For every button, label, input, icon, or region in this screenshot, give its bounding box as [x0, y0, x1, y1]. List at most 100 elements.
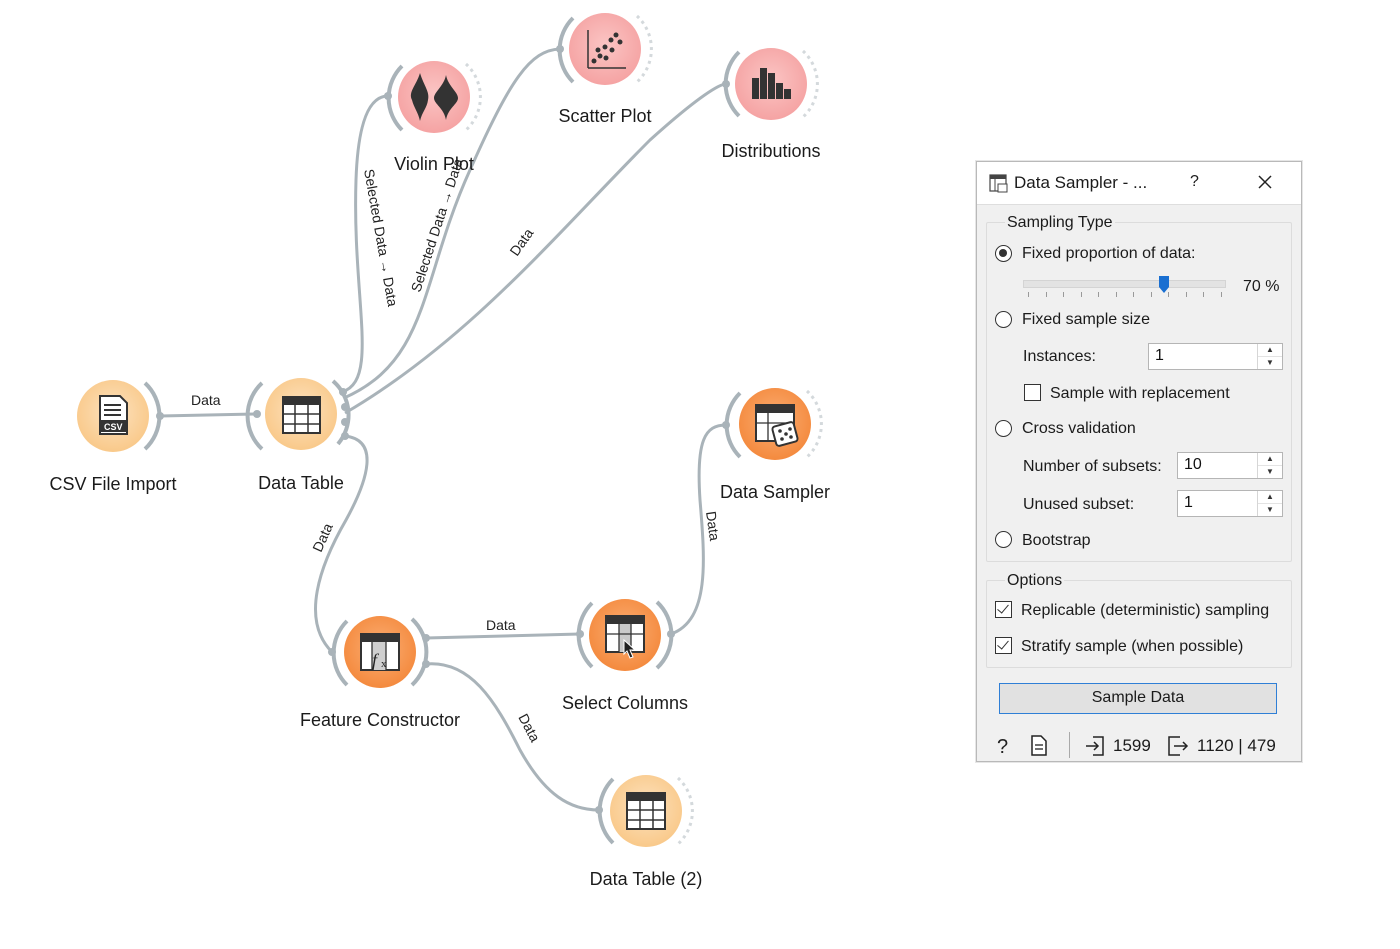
proportion-slider-track[interactable]	[1023, 280, 1226, 288]
instances-input[interactable]	[1153, 346, 1247, 366]
spin-down-icon[interactable]: ▼	[1266, 505, 1274, 514]
node-label-feature-constructor: Feature Constructor	[300, 710, 460, 730]
replicable-label: Replicable (deterministic) sampling	[1021, 602, 1270, 619]
link-feature-to-select[interactable]	[425, 632, 581, 640]
sample-data-button[interactable]: Sample Data	[999, 683, 1277, 714]
node-distributions[interactable]: Distributions	[721, 48, 821, 161]
slider-tick	[1168, 292, 1169, 297]
dialog-title: Data Sampler - ...	[1014, 173, 1148, 192]
subsets-label: Number of subsets:	[1023, 458, 1162, 475]
unused-subset-label: Unused subset:	[1023, 496, 1135, 513]
instances-label: Instances:	[1023, 348, 1096, 365]
link-feature-to-table2[interactable]	[425, 662, 600, 812]
fixed-proportion-label: Fixed proportion of data:	[1022, 245, 1196, 262]
subsets-stepper[interactable]: ▲ ▼	[1257, 453, 1282, 478]
spin-down-icon[interactable]: ▼	[1266, 358, 1274, 367]
proportion-value: 70 %	[1243, 278, 1280, 295]
node-label-data-sampler: Data Sampler	[720, 482, 830, 502]
subsets-input[interactable]	[1182, 455, 1276, 475]
slider-tick	[1080, 292, 1082, 297]
node-data-table[interactable]: Data Table	[245, 378, 351, 493]
data-sampler-window-icon	[989, 174, 1008, 193]
link-table-to-feature[interactable]	[314, 434, 369, 654]
link-label-feature-to-select: Data	[486, 617, 516, 633]
workflow-links	[159, 47, 727, 812]
node-data-sampler[interactable]: Data Sampler	[720, 388, 830, 502]
proportion-slider-handle[interactable]	[1158, 276, 1169, 293]
status-separator	[1069, 732, 1070, 758]
bootstrap-radio[interactable]	[995, 531, 1012, 548]
link-label-table-to-distributions: Data	[506, 225, 536, 259]
report-icon[interactable]	[1030, 735, 1048, 757]
instances-stepper[interactable]: ▲ ▼	[1257, 344, 1282, 369]
bootstrap-label: Bootstrap	[1022, 532, 1091, 549]
node-select-columns[interactable]: Select Columns	[562, 599, 688, 713]
node-label-scatter-plot: Scatter Plot	[558, 106, 651, 126]
link-select-to-sampler[interactable]	[670, 423, 727, 636]
cross-validation-label: Cross validation	[1022, 420, 1136, 437]
slider-tick	[1045, 292, 1047, 297]
slider-tick	[1028, 292, 1029, 297]
options-group	[986, 580, 1292, 668]
slider-tick	[1185, 292, 1187, 297]
fixed-size-label: Fixed sample size	[1022, 311, 1151, 328]
node-label-data-table-2: Data Table (2)	[590, 869, 703, 889]
link-csv-to-table[interactable]	[159, 412, 258, 418]
node-label-data-table: Data Table	[258, 473, 344, 493]
node-label-violin-plot: Violin Plot	[394, 154, 474, 174]
node-data-table-2[interactable]: Data Table (2)	[590, 775, 703, 889]
fixed-size-radio[interactable]	[995, 311, 1012, 328]
node-label-distributions: Distributions	[721, 141, 820, 161]
spin-down-icon[interactable]: ▼	[1266, 467, 1274, 476]
link-table-to-scatter[interactable]	[343, 47, 561, 400]
link-label-table-to-violin: Selected Data → Data	[361, 168, 401, 308]
node-feature-constructor[interactable]: f x Feature Constructor	[300, 616, 460, 730]
node-label-select-columns: Select Columns	[562, 693, 688, 713]
instances-spinbox[interactable]: ▲ ▼	[1148, 343, 1283, 370]
unused-subset-stepper[interactable]: ▲ ▼	[1257, 491, 1282, 516]
dialog-titlebar[interactable]: Data Sampler - ... ?	[977, 162, 1301, 205]
fixed-proportion-radio[interactable]	[995, 245, 1012, 262]
dice-table-icon	[755, 404, 799, 447]
replacement-label: Sample with replacement	[1050, 385, 1230, 402]
violin-icon	[410, 73, 458, 121]
spin-up-icon[interactable]: ▲	[1258, 344, 1282, 357]
node-label-csv-file-import: CSV File Import	[49, 474, 176, 494]
output-icon	[1168, 736, 1189, 756]
slider-tick	[1220, 292, 1222, 297]
unused-subset-input[interactable]	[1182, 493, 1276, 513]
link-table-to-violin[interactable]	[341, 94, 389, 394]
spin-up-icon[interactable]: ▲	[1258, 453, 1282, 466]
csv-file-icon: CSV	[99, 395, 128, 435]
link-label-csv-to-table: Data	[191, 392, 221, 408]
sampling-type-group	[986, 222, 1292, 562]
formula-table-icon: f x	[360, 633, 400, 671]
slider-tick	[1063, 292, 1064, 297]
unused-subset-spinbox[interactable]: ▲ ▼	[1177, 490, 1283, 517]
help-button[interactable]: ?	[1190, 173, 1199, 190]
data-sampler-dialog: Data Sampler - ... ? Sampling Type Fixed…	[976, 161, 1302, 762]
close-icon[interactable]	[1258, 175, 1272, 189]
proportion-slider-ticks	[1023, 292, 1224, 298]
link-label-table-to-scatter: Selected Data → Data	[408, 156, 466, 294]
options-heading: Options	[1005, 572, 1065, 590]
node-scatter-plot[interactable]: Scatter Plot	[557, 13, 653, 126]
histogram-icon	[752, 68, 791, 99]
svg-text:CSV: CSV	[104, 422, 123, 432]
scatter-icon	[587, 30, 626, 69]
replicable-checkbox[interactable]	[995, 601, 1012, 618]
help-icon[interactable]: ?	[995, 735, 1013, 757]
node-violin-plot[interactable]: Violin Plot	[386, 61, 482, 174]
link-table-to-distributions[interactable]	[344, 82, 727, 415]
stratify-checkbox[interactable]	[995, 637, 1012, 654]
replacement-checkbox[interactable]	[1024, 384, 1041, 401]
link-label-select-to-sampler: Data	[703, 510, 723, 542]
node-csv-file-import[interactable]: CSV CSV File Import	[49, 380, 177, 494]
slider-tick	[1098, 292, 1099, 297]
cross-validation-radio[interactable]	[995, 420, 1012, 437]
spin-up-icon[interactable]: ▲	[1258, 491, 1282, 504]
select-columns-icon	[605, 615, 645, 659]
subsets-spinbox[interactable]: ▲ ▼	[1177, 452, 1283, 479]
slider-tick	[1133, 292, 1134, 297]
